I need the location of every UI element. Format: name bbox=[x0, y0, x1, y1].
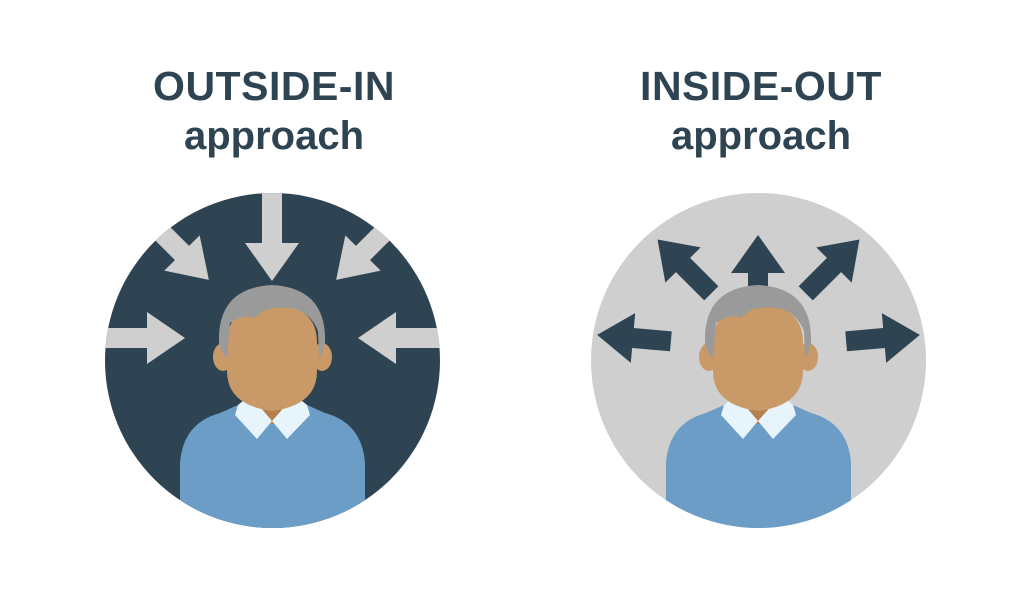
inside-out-subtitle: approach bbox=[670, 114, 852, 158]
inward-arrow-top bbox=[245, 193, 299, 281]
inside-out-panel: INSIDE-OUT approach bbox=[512, 0, 1024, 590]
person-icon bbox=[180, 285, 365, 528]
outside-in-panel: OUTSIDE-IN approach bbox=[105, 66, 440, 528]
inside-out-title: INSIDE-OUT bbox=[640, 63, 882, 109]
outside-in-illustration bbox=[105, 193, 440, 528]
inward-arrow-right bbox=[358, 312, 440, 364]
inward-arrow-left bbox=[105, 312, 185, 364]
outward-arrow-top-right bbox=[798, 239, 860, 301]
outside-in-title: OUTSIDE-IN bbox=[153, 63, 395, 109]
outward-arrow-right bbox=[845, 313, 920, 363]
outward-arrow-top-left bbox=[657, 239, 719, 301]
inside-out-illustration bbox=[591, 193, 926, 528]
person-icon bbox=[666, 285, 851, 528]
outside-in-subtitle: approach bbox=[183, 114, 365, 158]
outward-arrow-top bbox=[731, 235, 785, 317]
outward-arrow-left bbox=[597, 313, 672, 363]
